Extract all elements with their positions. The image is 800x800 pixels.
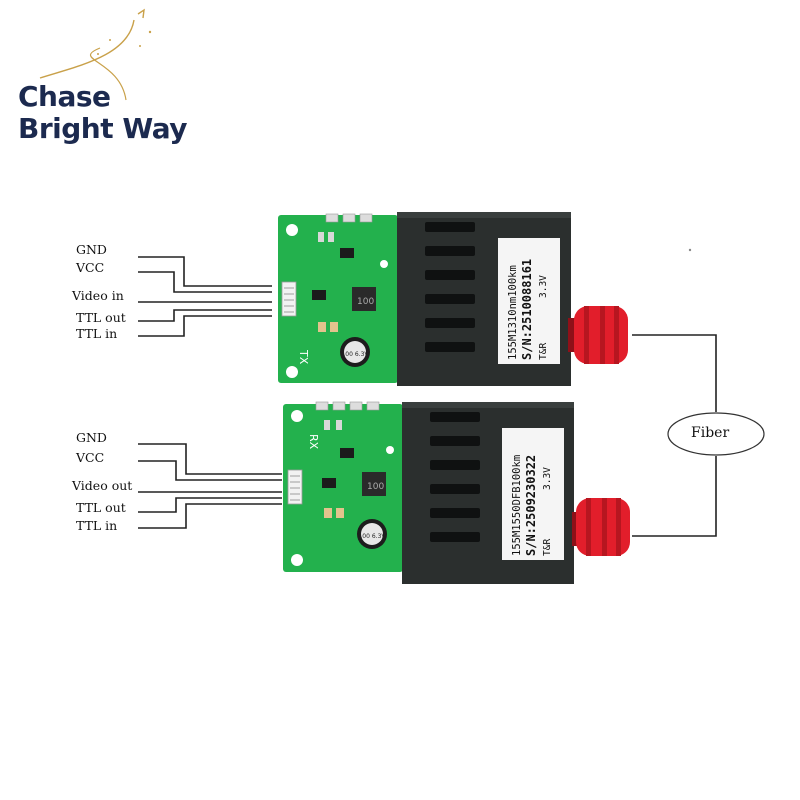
tx-header-connector — [281, 281, 297, 317]
rx-mount-hole-icon — [291, 410, 303, 422]
tx-module: 100 100 6.3V TX 155M1310nm100km S/N:2510… — [278, 212, 628, 386]
logo-swoosh-icon — [39, 8, 152, 101]
tx-pin-video-in: Video in — [72, 288, 124, 303]
rx-sticker-voltage: 3.3V — [542, 467, 553, 490]
tx-mount-hole-icon — [286, 366, 298, 378]
tx-sticker-serial: S/N:2510088161 — [520, 259, 534, 360]
fiber-label: Fiber — [691, 425, 730, 441]
tx-pin-vcc: VCC — [76, 260, 105, 275]
tx-sticker-brand: T&R — [538, 343, 549, 360]
tx-pin-gnd: GND — [76, 242, 107, 257]
brand-name-line-1: Chase — [18, 80, 111, 113]
tx-sticker — [498, 238, 560, 364]
rx-module: 100 100 6.3V RX 155M1550DFB100km S/N:250… — [283, 401, 630, 584]
brand-name-line-2: Bright Way — [18, 112, 188, 145]
fiber-link-line — [632, 334, 717, 537]
rx-sticker-serial: S/N:2509230322 — [524, 455, 538, 556]
tx-pin-ttl-in: TTL in — [76, 326, 118, 341]
tx-inductor — [352, 287, 376, 311]
rx-sticker-brand: T&R — [542, 539, 553, 556]
tx-chip-label: 100 — [357, 297, 374, 307]
tx-vent-slots — [425, 222, 475, 352]
rx-cap-label: 100 6.3V — [358, 533, 386, 540]
rx-pin-ttl-in: TTL in — [76, 518, 118, 533]
tx-board-label: TX — [297, 349, 310, 365]
rx-inductor — [362, 472, 386, 496]
brand-logo: Chase Bright Way — [0, 0, 260, 160]
rx-mount-hole-icon — [291, 554, 303, 566]
rx-pin-wires — [138, 443, 282, 529]
tx-mount-hole-icon — [286, 224, 298, 236]
tx-pin-wires — [138, 256, 272, 337]
tx-pin-ttl-out: TTL out — [76, 310, 126, 325]
rx-pin-vcc: VCC — [76, 450, 105, 465]
rx-sticker — [502, 428, 564, 560]
rx-vent-slots — [430, 412, 480, 542]
rx-sticker-model: 155M1550DFB100km — [511, 455, 523, 556]
rx-chip-label: 100 — [367, 482, 384, 492]
rx-pin-gnd: GND — [76, 430, 107, 445]
rx-board-label: RX — [307, 434, 320, 450]
tx-sticker-model: 155M1310nm100km — [507, 265, 519, 360]
tx-pcb — [278, 215, 398, 383]
rx-pin-video-out: Video out — [72, 478, 133, 493]
rx-header-connector — [287, 469, 303, 505]
tx-sticker-voltage: 3.3V — [538, 275, 549, 298]
fiber-label-ellipse — [667, 412, 765, 456]
rx-pin-ttl-out: TTL out — [76, 500, 126, 515]
tx-cap-label: 100 6.3V — [341, 351, 369, 358]
